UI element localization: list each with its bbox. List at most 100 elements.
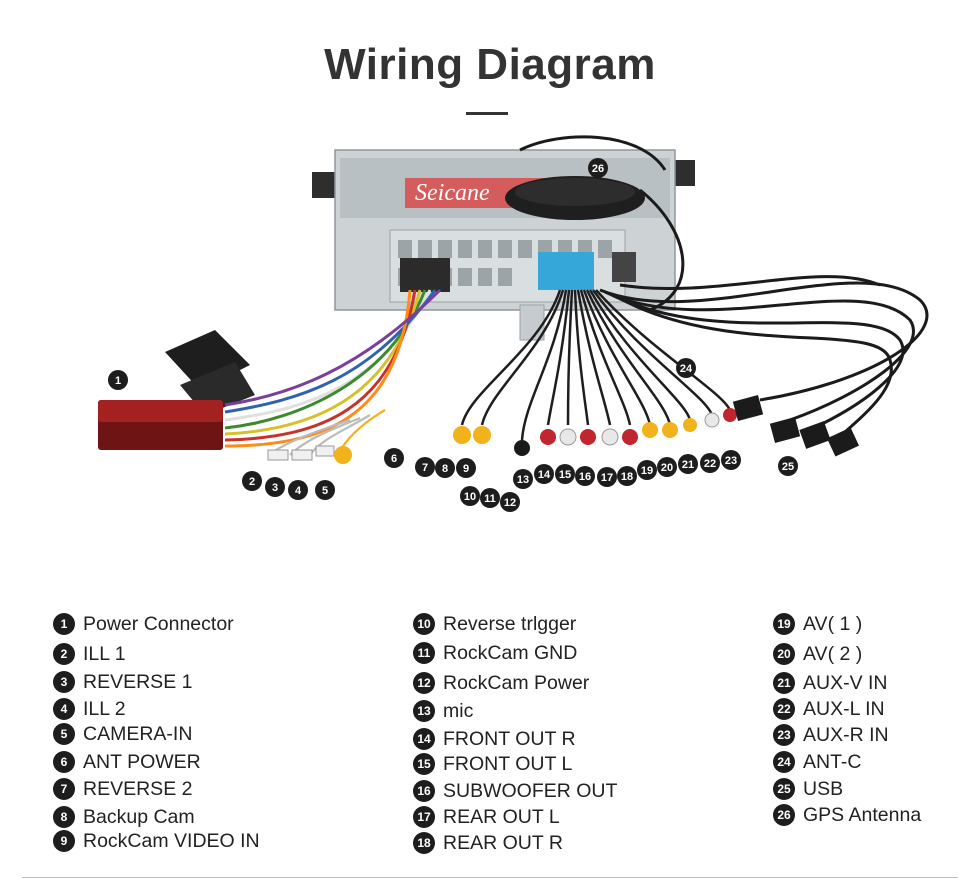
- legend-number: 23: [773, 724, 795, 746]
- svg-text:14: 14: [538, 469, 551, 481]
- brand-text: Seicane: [415, 180, 490, 206]
- svg-text:9: 9: [463, 463, 469, 475]
- callout-10: 10: [460, 486, 480, 506]
- legend-label: AUX-L IN: [803, 697, 885, 720]
- legend-number: 18: [413, 832, 435, 854]
- legend-label: REAR OUT L: [443, 805, 560, 828]
- usb-bundle: [599, 275, 929, 457]
- callout-5: 5: [315, 480, 335, 500]
- callout-8: 8: [435, 458, 455, 478]
- callout-16: 16: [575, 466, 595, 486]
- svg-text:10: 10: [464, 491, 476, 503]
- legend-item: 23 AUX-R IN: [773, 723, 889, 747]
- gps-antenna: [505, 135, 685, 312]
- callout-18: 18: [617, 466, 637, 486]
- legend-item: 16 SUBWOOFER OUT: [413, 779, 617, 803]
- legend-label: ANT POWER: [83, 750, 201, 773]
- legend-number: 2: [53, 643, 75, 665]
- svg-text:26: 26: [592, 163, 604, 175]
- callout-4: 4: [288, 480, 308, 500]
- legend-number: 3: [53, 671, 75, 693]
- legend-label: REVERSE 1: [83, 670, 193, 693]
- callout-11: 11: [480, 488, 500, 508]
- svg-text:25: 25: [782, 461, 794, 473]
- legend-number: 24: [773, 751, 795, 773]
- svg-text:5: 5: [322, 485, 328, 497]
- callout-26: 26: [588, 158, 608, 178]
- legend-label: USB: [803, 777, 844, 800]
- svg-text:8: 8: [442, 463, 448, 475]
- callout-1: 1: [108, 370, 128, 390]
- svg-text:6: 6: [391, 453, 397, 465]
- svg-text:16: 16: [579, 471, 591, 483]
- legend-number: 10: [413, 613, 435, 635]
- legend-label: mic: [443, 699, 474, 722]
- callout-6: 6: [384, 448, 404, 468]
- legend-label: FRONT OUT L: [443, 752, 573, 775]
- legend-item: 18 REAR OUT R: [413, 831, 563, 855]
- title-underline: [466, 112, 508, 115]
- svg-text:12: 12: [504, 497, 516, 509]
- page-title: Wiring Diagram: [324, 40, 656, 89]
- legend-item: 13 mic: [413, 699, 473, 723]
- svg-text:15: 15: [559, 469, 571, 481]
- legend-number: 8: [53, 806, 75, 828]
- legend-number: 1: [53, 613, 75, 635]
- legend-number: 21: [773, 672, 795, 694]
- legend-label: AUX-V IN: [803, 671, 888, 694]
- svg-text:2: 2: [249, 476, 255, 488]
- svg-text:1: 1: [115, 375, 121, 387]
- legend-label: Backup Cam: [83, 805, 195, 828]
- bottom-divider: [22, 877, 958, 878]
- legend-label: AV( 1 ): [803, 612, 863, 635]
- legend-number: 15: [413, 753, 435, 775]
- legend-label: RockCam VIDEO IN: [83, 829, 260, 852]
- legend-label: ANT-C: [803, 750, 862, 773]
- svg-text:22: 22: [704, 458, 716, 470]
- callout-3: 3: [265, 477, 285, 497]
- callout-12: 12: [500, 492, 520, 512]
- rca-fanout: [453, 289, 737, 456]
- legend-number: 5: [53, 723, 75, 745]
- wiring-illustration: Seicane: [98, 135, 929, 512]
- legend-number: 14: [413, 728, 435, 750]
- power-harness: [98, 288, 442, 464]
- callout-2: 2: [242, 471, 262, 491]
- legend-number: 20: [773, 643, 795, 665]
- callout-7: 7: [415, 457, 435, 477]
- callout-23: 23: [721, 450, 741, 470]
- svg-text:4: 4: [295, 485, 302, 497]
- callout-25: 25: [778, 456, 798, 476]
- callout-24: 24: [676, 358, 696, 378]
- legend-label: GPS Antenna: [803, 803, 922, 826]
- legend-item: 26 GPS Antenna: [773, 803, 921, 827]
- legend-label: AUX-R IN: [803, 723, 889, 746]
- legend-label: REAR OUT R: [443, 831, 563, 854]
- callout-13: 13: [513, 469, 533, 489]
- svg-text:11: 11: [484, 493, 496, 505]
- callout-17: 17: [597, 467, 617, 487]
- legend-item: 2 ILL 1: [53, 642, 126, 666]
- svg-text:23: 23: [725, 455, 737, 467]
- legend-item: 8 Backup Cam: [53, 805, 195, 829]
- legend-label: SUBWOOFER OUT: [443, 779, 618, 802]
- legend-number: 7: [53, 778, 75, 800]
- legend-number: 26: [773, 804, 795, 826]
- legend-label: RockCam GND: [443, 641, 578, 664]
- callout-14: 14: [534, 464, 554, 484]
- callout-22: 22: [700, 453, 720, 473]
- legend-label: ILL 1: [83, 642, 126, 665]
- legend-number: 13: [413, 700, 435, 722]
- legend-number: 16: [413, 780, 435, 802]
